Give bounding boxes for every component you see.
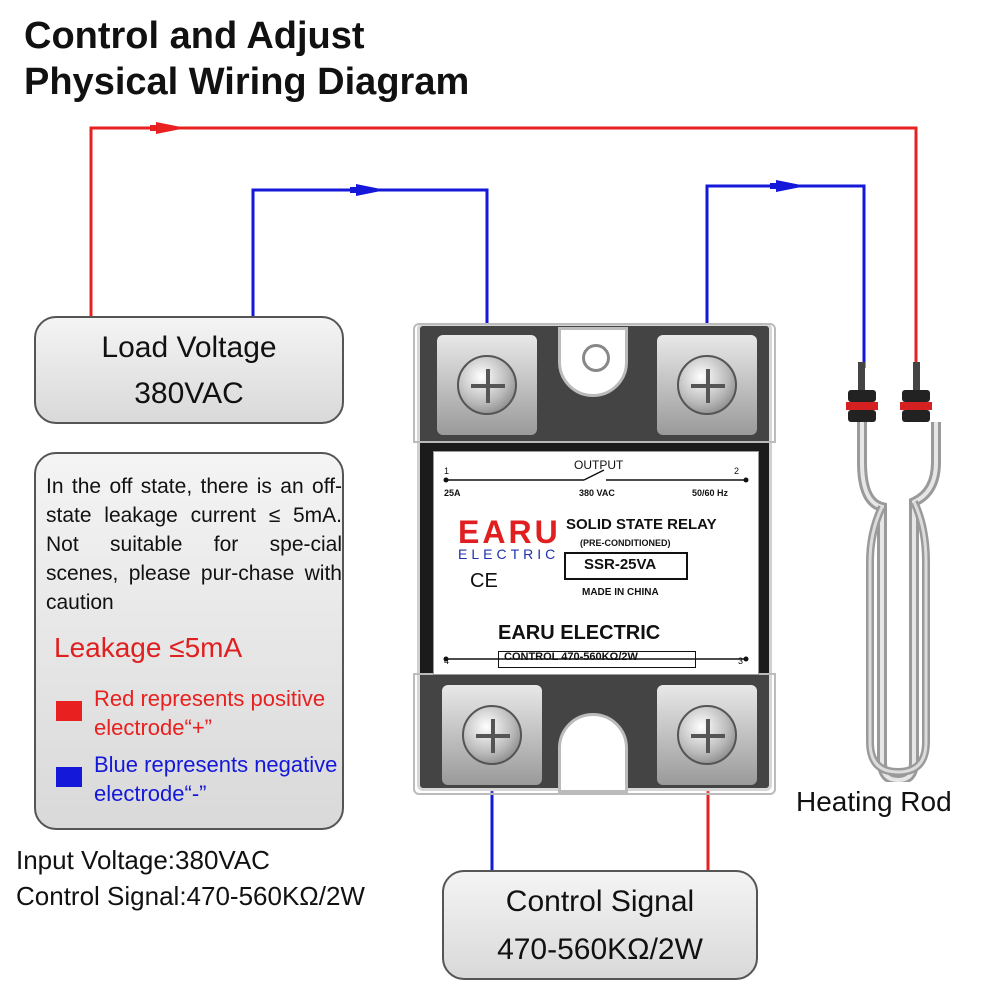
load-voltage-box: Load Voltage 380VAC — [34, 316, 344, 424]
current-rating: 25A — [444, 488, 461, 498]
terminal-2 — [657, 335, 757, 435]
legend-blue: Blue represents negative electrode“-” — [56, 750, 344, 808]
control-spec: CONTROL 470-560KΩ/2W — [504, 651, 638, 663]
brand-logo-sub: ELECTRIC — [458, 546, 560, 562]
control-signal-value: 470-560KΩ/2W — [497, 933, 703, 966]
terminal-1 — [437, 335, 537, 435]
control-signal-spec: Control Signal:470-560KΩ/2W — [16, 881, 365, 911]
heating-rod-icon — [846, 362, 941, 782]
mount-hole-top — [558, 327, 628, 397]
terminal-4 — [442, 685, 542, 785]
red-swatch — [56, 701, 82, 721]
preconditioned-label: (PRE-CONDITIONED) — [580, 538, 671, 548]
load-voltage-value: 380VAC — [134, 377, 244, 410]
screw-icon — [462, 705, 522, 765]
legend-red-text: Red represents positive electrode“+” — [94, 686, 326, 740]
voltage-rating: 380 VAC — [579, 488, 615, 498]
made-in-label: MADE IN CHINA — [582, 587, 659, 598]
red-wire-load — [89, 126, 918, 368]
leakage-value: Leakage ≤5mA — [54, 632, 243, 663]
red-arrow — [156, 122, 186, 134]
red-arrow-tail — [150, 125, 158, 131]
leakage-warning-text: In the off state, there is an off-state … — [46, 475, 342, 614]
terminal-number-4: 4 — [444, 656, 450, 666]
legend-red: Red represents positive electrode“+” — [56, 684, 334, 742]
mount-slot-bottom — [558, 713, 628, 793]
relay-type: SOLID STATE RELAY — [566, 516, 717, 533]
ce-mark: CE — [470, 570, 498, 592]
blue-arrow-2-tail — [770, 183, 778, 189]
brand-logo: EARU — [458, 514, 561, 550]
screw-icon — [677, 355, 737, 415]
output-label: OUTPUT — [574, 458, 624, 472]
legend-blue-text: Blue represents negative electrode“-” — [94, 752, 338, 806]
solid-state-relay: OUTPUT 1 2 25A 380 VAC 50/60 Hz EARU ELE… — [413, 323, 776, 795]
control-spec-box — [498, 651, 696, 668]
diagram-title-line1: Control and Adjust — [24, 15, 365, 57]
control-signal-box: Control Signal 470-560KΩ/2W — [442, 870, 758, 980]
screw-icon — [677, 705, 737, 765]
blue-arrow-1-tail — [350, 187, 358, 193]
load-voltage-label: Load Voltage — [101, 331, 277, 364]
terminal-number-2: 2 — [734, 466, 740, 476]
terminal-number-1: 1 — [444, 466, 450, 476]
control-signal-label: Control Signal — [505, 885, 695, 918]
terminal-3 — [657, 685, 757, 785]
heating-rod-label: Heating Rod — [796, 786, 952, 817]
model-number: SSR-25VA — [584, 556, 657, 573]
blue-swatch — [56, 767, 82, 787]
input-voltage-spec: Input Voltage:380VAC — [16, 845, 270, 875]
frequency-rating: 50/60 Hz — [692, 488, 729, 498]
screw-icon — [457, 355, 517, 415]
relay-label-plate: OUTPUT 1 2 25A 380 VAC 50/60 Hz EARU ELE… — [433, 451, 759, 675]
info-box: In the off state, there is an off-state … — [34, 452, 344, 830]
blue-arrow-1 — [356, 184, 386, 196]
model-box — [564, 552, 688, 580]
terminal-number-3: 3 — [738, 656, 744, 666]
diagram-title-line2: Physical Wiring Diagram — [24, 61, 470, 103]
brand-name: EARU ELECTRIC — [498, 622, 661, 644]
blue-arrow-2 — [776, 180, 806, 192]
